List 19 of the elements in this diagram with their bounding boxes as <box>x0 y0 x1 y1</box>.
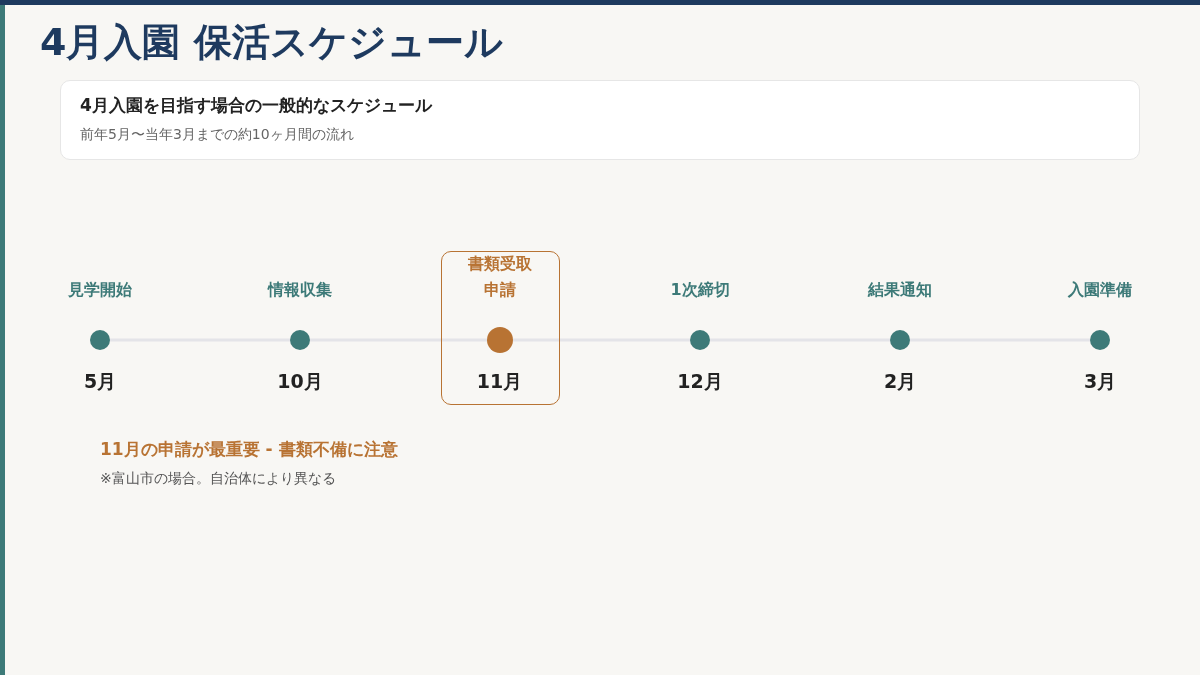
milestone-label: 入園準備 <box>1068 279 1132 301</box>
milestone-label: 1次締切 <box>670 279 730 301</box>
card-description: 前年5月〜当年3月までの約10ヶ月間の流れ <box>80 125 354 143</box>
milestone-label: 結果通知 <box>868 279 932 301</box>
card-heading: 4月入園を目指す場合の一般的なスケジュール <box>80 94 432 116</box>
milestone-label: 書類受取申請 <box>466 252 533 301</box>
warning-note: 11月の申請が最重要 - 書類不備に注意 <box>100 438 398 460</box>
month-label: 11月 <box>476 368 523 393</box>
footnote: ※富山市の場合。自治体により異なる <box>100 469 336 487</box>
month-label: 5月 <box>83 369 117 393</box>
page-title: 4月入園 保活スケジュール <box>40 19 503 65</box>
month-label: 3月 <box>1083 369 1117 393</box>
milestone-label: 見学開始 <box>68 279 132 301</box>
month-label: 2月 <box>883 369 917 393</box>
highlight-frame <box>441 251 560 405</box>
month-label: 12月 <box>677 369 723 393</box>
info-card <box>60 80 1140 160</box>
month-label: 10月 <box>277 369 323 393</box>
milestone-label: 情報収集 <box>268 279 332 301</box>
